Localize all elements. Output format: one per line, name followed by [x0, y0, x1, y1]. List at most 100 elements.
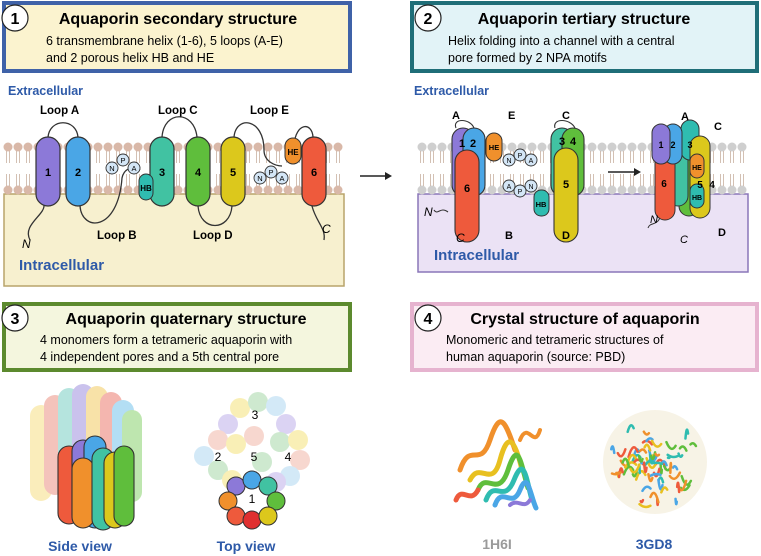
panel-3-desc-line2: 4 independent pores and a 5th central po… — [40, 350, 279, 364]
monomer-structure-label: 1H6I — [482, 536, 512, 552]
quaternary-top-view: 3 2 5 4 1 — [194, 392, 310, 530]
helix-5 — [220, 136, 246, 207]
svg-text:N: N — [650, 214, 658, 226]
panel-2-desc-line2: pore formed by 2 NPA motifs — [448, 51, 607, 65]
secondary-extracellular-label: Extracellular — [8, 84, 83, 98]
panel-3-number-badge — [1, 304, 29, 332]
loop-e-label: Loop E — [250, 105, 289, 117]
svg-text:P: P — [268, 168, 273, 177]
svg-text:N: N — [528, 184, 533, 191]
helix-1-label: 1 — [45, 167, 51, 179]
secondary-structure-diagram: Extracellular 1 2 3 4 5 6 HB — [3, 84, 345, 287]
top-view-caption: Top view — [217, 538, 276, 554]
svg-text:4: 4 — [709, 180, 715, 191]
panel-1-title: Aquaporin secondary structure — [59, 11, 297, 28]
panel-4-number-badge — [414, 304, 442, 332]
panel-4-title: Crystal structure of aquaporin — [470, 311, 699, 328]
loop-d-label: Loop D — [193, 230, 233, 242]
panel-3-box — [2, 302, 352, 372]
svg-text:5: 5 — [563, 179, 569, 191]
tertiary-structure-diagram: Extracellular 1 2 6 HE N P A A — [414, 84, 749, 273]
svg-text:HE: HE — [489, 143, 499, 152]
svg-text:A: A — [507, 184, 512, 191]
tertiary-intracellular-label: Intracellular — [434, 247, 519, 264]
svg-text:C: C — [714, 121, 722, 133]
secondary-c-terminus: C — [322, 222, 331, 236]
pore-5-label: 5 — [251, 450, 258, 464]
svg-text:4: 4 — [570, 136, 577, 148]
loop-c-path — [161, 116, 198, 138]
svg-text:HE: HE — [692, 165, 702, 172]
helix-2 — [65, 136, 91, 207]
svg-text:A: A — [529, 158, 534, 165]
panel-4-desc-line1: Monomeric and tetrameric structures of — [446, 333, 664, 347]
svg-text:6: 6 — [464, 183, 470, 195]
svg-text:5: 5 — [697, 180, 703, 191]
panel-3-number: 3 — [11, 311, 20, 328]
panel-3-title: Aquaporin quaternary structure — [66, 311, 307, 328]
npa-motif-1: N P A — [105, 153, 141, 175]
quaternary-side-view — [30, 384, 142, 531]
svg-text:N: N — [506, 158, 511, 165]
svg-text:3: 3 — [687, 140, 692, 150]
tertiary-loop-e: E — [508, 110, 515, 122]
pore-2-label: 2 — [215, 450, 222, 464]
helix-4 — [185, 136, 211, 207]
helix-6-label: 6 — [311, 167, 317, 179]
panel-1-box — [2, 1, 352, 73]
svg-text:C: C — [680, 234, 688, 246]
tertiary-n-terminus: N — [424, 205, 433, 219]
svg-text:P: P — [518, 153, 523, 160]
panel-1-desc-line1: 6 transmembrane helix (1-6), 5 loops (A-… — [46, 34, 283, 48]
pore-1-label: 1 — [249, 492, 256, 506]
svg-text:D: D — [718, 227, 726, 239]
svg-text:P: P — [120, 156, 125, 165]
svg-text:HB: HB — [536, 200, 547, 209]
svg-text:A: A — [681, 111, 689, 123]
svg-text:2: 2 — [470, 138, 476, 150]
panel-4-box — [410, 302, 759, 372]
arrow-secondary-to-tertiary-icon — [360, 172, 392, 180]
svg-text:A: A — [131, 164, 136, 173]
svg-text:N: N — [257, 174, 262, 183]
helix-3 — [149, 136, 175, 207]
tetramer-structure-label: 3GD8 — [636, 536, 673, 552]
svg-text:P: P — [518, 189, 523, 196]
tertiary-loop-c: C — [562, 110, 570, 122]
helix-he — [284, 137, 302, 165]
npa-motif-2: N P A — [253, 165, 289, 185]
pore-3-label: 3 — [252, 408, 259, 422]
secondary-n-terminus: N — [22, 237, 31, 251]
tertiary-open-channel: 1 2 6 HE N P A A P N HB — [433, 119, 585, 243]
helix-4-label: 4 — [195, 167, 202, 179]
panel-2-number-badge — [414, 4, 442, 32]
panel-2-header: 2 Aquaporin tertiary structure Helix fol… — [410, 1, 759, 73]
panel-1-header: 1 Aquaporin secondary structure 6 transm… — [1, 1, 352, 73]
panel-3-desc-line1: 4 monomers form a tetrameric aquaporin w… — [40, 333, 292, 347]
svg-text:2: 2 — [670, 140, 675, 150]
svg-text:1: 1 — [658, 140, 663, 150]
svg-text:1: 1 — [459, 138, 465, 150]
helix-1 — [35, 136, 61, 207]
loop-b-label: Loop B — [97, 230, 137, 242]
pore-4-label: 4 — [285, 450, 292, 464]
svg-text:3: 3 — [559, 136, 565, 148]
secondary-intracellular-label: Intracellular — [19, 257, 104, 274]
helix-5-label: 5 — [230, 167, 236, 179]
loop-c-label: Loop C — [158, 105, 198, 117]
panel-2-box — [410, 1, 759, 73]
loop-d-path — [197, 205, 233, 227]
panel-2-desc-line1: Helix folding into a channel with a cent… — [448, 34, 675, 48]
tetramer-structure-image — [603, 410, 707, 514]
panel-1-desc-line2: and 2 porous helix HB and HE — [46, 51, 214, 65]
helix-hb-label: HB — [140, 184, 152, 193]
panel-2-number: 2 — [424, 11, 433, 28]
side-view-caption: Side view — [48, 538, 112, 554]
svg-text:N: N — [109, 164, 114, 173]
helix-3-label: 3 — [159, 167, 165, 179]
loop-a-path — [47, 122, 79, 138]
panel-3-header: 3 Aquaporin quaternary structure 4 monom… — [1, 302, 352, 372]
svg-text:HB: HB — [692, 195, 702, 202]
tertiary-folded-channel: 1 2 3 6 HE 5 HB 4 — [647, 119, 715, 229]
helix-he-label: HE — [287, 148, 299, 157]
